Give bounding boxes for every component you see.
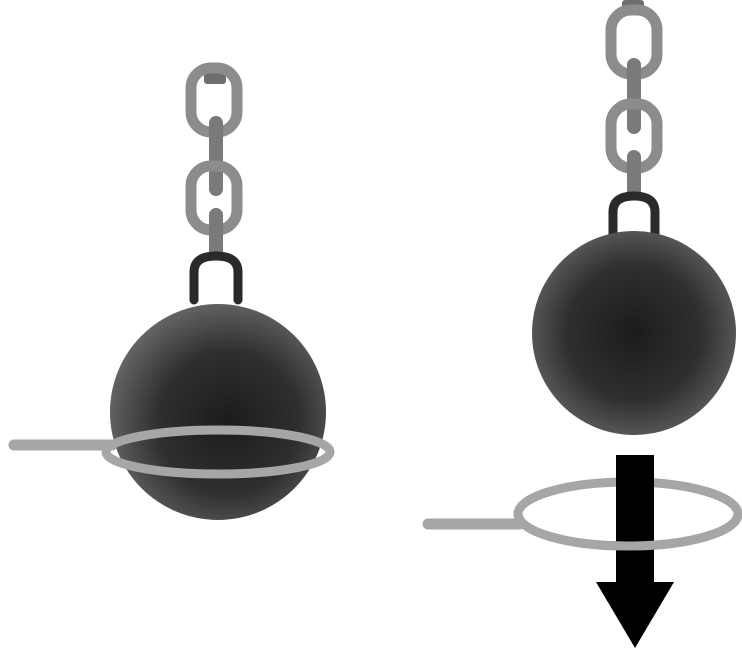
left-figure [14,66,330,520]
right-ball [532,231,736,435]
right-figure [428,0,738,648]
left-ball [110,304,326,520]
left-chain [191,66,237,260]
left-shackle [194,256,238,300]
right-chain [611,0,657,200]
